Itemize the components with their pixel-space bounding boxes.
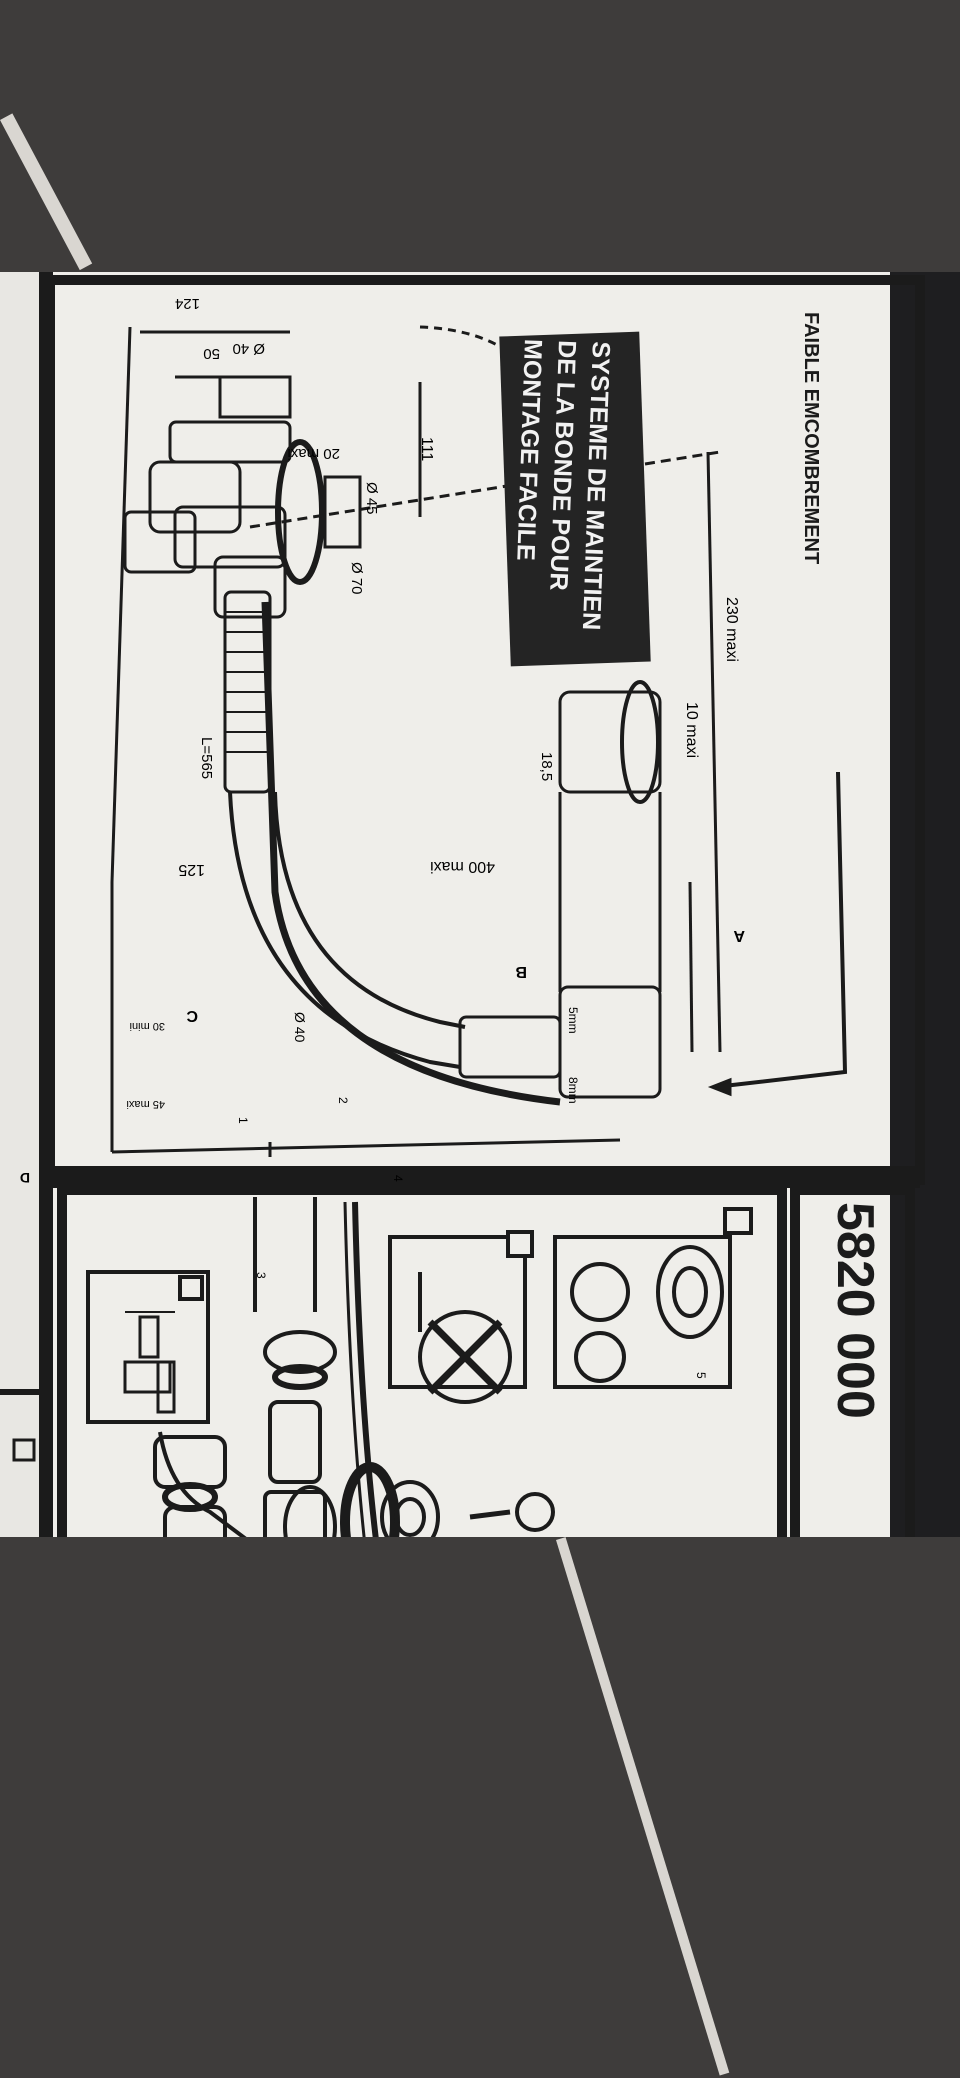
dim-70: Ø 70	[348, 562, 365, 595]
header-text: FAIBLE EMCOMBREMENT	[800, 312, 822, 565]
part-number-2: 2	[336, 1097, 350, 1104]
bottom-panel-border	[57, 1185, 787, 1537]
dim-18-5: 18,5	[538, 752, 555, 782]
bath-drain-schematic	[110, 325, 848, 1157]
instruction-drawing	[0, 272, 925, 1537]
dim-124: 124	[174, 295, 200, 312]
exploded-parts	[153, 1197, 555, 1537]
plumbing-package: FAIBLE EMCOMBREMENT SYSTEME DE MAINTIEN …	[0, 272, 960, 1537]
dim-400: 400 maxi	[430, 858, 495, 875]
top-panel-border	[45, 275, 925, 1185]
step-a-box	[553, 1207, 753, 1389]
part-number-5: 5	[694, 1372, 708, 1379]
part-number-4: 4	[391, 1175, 405, 1182]
dim-10: 10 maxi	[683, 702, 700, 759]
dim-50: 50	[203, 345, 220, 362]
tile-grout-bottom	[556, 1537, 730, 2076]
step-label-d: D	[19, 1170, 30, 1186]
step-label-a: A	[733, 927, 745, 944]
step-c-box	[86, 1270, 210, 1424]
banner-box	[499, 331, 651, 667]
product-code: 5820 000	[826, 1202, 884, 1419]
dim-20: 20 maxi	[287, 445, 340, 462]
tile-grout-top	[0, 113, 93, 271]
dim-40-top: Ø 40	[232, 340, 265, 357]
dim-230: 230 maxi	[723, 597, 740, 662]
label-8mm: 8mm	[566, 1077, 580, 1104]
step-label-b: B	[515, 963, 527, 980]
product-code-box	[790, 1185, 915, 1537]
label-30-mini: 30 mini	[129, 1020, 165, 1032]
banner-text: SYSTEME DE MAINTIEN DE LA BONDE POUR MON…	[506, 338, 618, 631]
part-number-1: 1	[236, 1117, 250, 1124]
label-5mm: 5mm	[566, 1007, 580, 1034]
step-b-box	[388, 1230, 534, 1404]
dim-L565: L=565	[198, 737, 215, 780]
label-d40-bottom: Ø 40	[292, 1012, 308, 1043]
dim-125: 125	[178, 861, 205, 878]
dim-45: Ø 45	[363, 482, 380, 515]
dim-111: 111	[418, 437, 435, 462]
label-45-maxi: 45 maxi	[126, 1098, 165, 1110]
step-label-c: C	[186, 1007, 198, 1024]
part-number-3: 3	[254, 1272, 268, 1279]
